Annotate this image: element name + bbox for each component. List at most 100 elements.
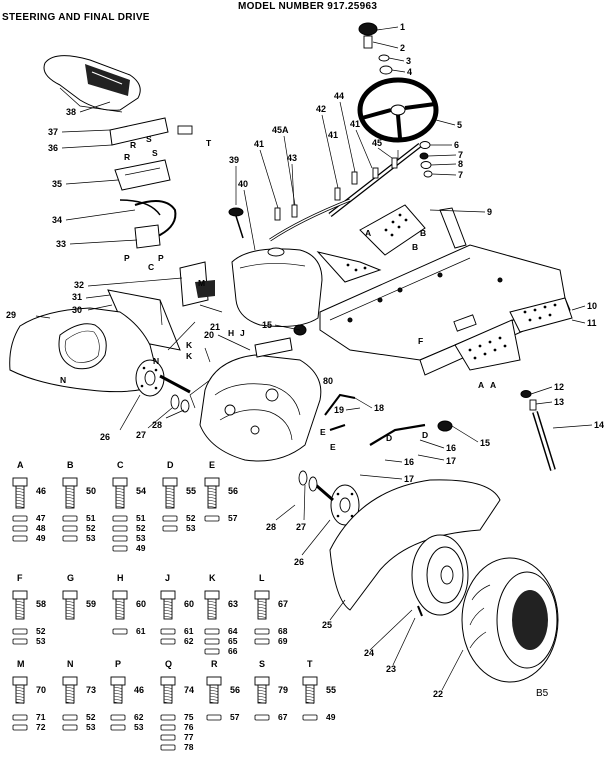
key-bolt-l-thread (257, 609, 267, 612)
letter-a: A (490, 380, 496, 390)
letter-d: D (422, 430, 428, 440)
callout-80: 80 (323, 376, 333, 386)
key-bolt-k-thread (207, 615, 217, 618)
letter-t: T (206, 138, 212, 148)
key-bolt-number: 54 (136, 486, 146, 496)
callout-17: 17 (446, 456, 456, 466)
key-bolt-e-thread (207, 493, 217, 496)
key-bolt-number: 60 (184, 599, 194, 609)
key-bolt-b-thread (65, 493, 75, 496)
key-bolt-number: 79 (278, 685, 288, 695)
key-bolt-c-thread (115, 499, 125, 502)
key-extra-number: 76 (184, 722, 194, 732)
key-bolt-n-thread (65, 686, 75, 689)
key-bolt-h-thread (115, 609, 125, 612)
key-bolt-e-thread (207, 496, 217, 499)
key-extra-number: 65 (228, 636, 238, 646)
key-extra-part (204, 628, 220, 635)
callout-18: 18 (374, 403, 384, 413)
letter-r: R (124, 152, 130, 162)
steering-hardware-part (419, 141, 433, 178)
key-bolt-r-thread (209, 692, 219, 695)
key-bolt-number: 70 (36, 685, 46, 695)
key-extra-part (112, 628, 128, 635)
callout-44: 44 (334, 91, 344, 101)
key-bolt-m-head (12, 676, 28, 686)
callout-36: 36 (48, 143, 58, 153)
letter-n: N (153, 356, 159, 366)
callout-26: 26 (100, 432, 110, 442)
key-bolt-d-thread (165, 505, 175, 508)
callout-10: 10 (587, 301, 597, 311)
clutch-tube-part (439, 207, 467, 249)
rear-axle-part (520, 390, 556, 471)
key-letter-m: M (17, 659, 25, 669)
key-bolt-s-thread (257, 686, 267, 689)
key-extra-number: 53 (186, 523, 196, 533)
callout-41: 41 (350, 119, 360, 129)
key-bolt-p-head (110, 676, 126, 686)
key-extra-part (112, 535, 128, 542)
key-bolt-s-thread (257, 692, 267, 695)
key-bolt-f-thread (15, 609, 25, 612)
rear-tire-part (461, 557, 559, 683)
callout-35: 35 (52, 179, 62, 189)
letter-d: D (386, 433, 392, 443)
left-fender-part (9, 307, 161, 393)
key-bolt-p-thread (113, 686, 123, 689)
key-bolt-g-thread (65, 606, 75, 609)
key-bolt-b-thread (65, 502, 75, 505)
key-extra-number: 75 (184, 712, 194, 722)
steering-wheel-part (357, 77, 439, 143)
key-extra-number: 72 (36, 722, 46, 732)
key-bolt-a-head (12, 477, 28, 487)
seat-pan-part (114, 159, 171, 191)
key-bolt-l-thread (257, 600, 267, 603)
key-extra-part (12, 724, 28, 731)
key-bolt-s-thread (257, 701, 267, 704)
key-bolt-g-shank (65, 598, 75, 620)
key-bolt-q-thread (163, 695, 173, 698)
key-bolt-e-head (204, 477, 220, 487)
key-letter-r: R (211, 659, 218, 669)
key-bolt-b-thread (65, 496, 75, 499)
letter-e: E (330, 442, 336, 452)
letter-a: A (478, 380, 484, 390)
brake-pedal-part (316, 204, 426, 283)
callout-45a: 45A (272, 125, 289, 135)
seat-spring-part (119, 199, 177, 241)
key-bolt-n-thread (65, 692, 75, 695)
key-bolt-m-thread (15, 689, 25, 692)
page-title: STEERING AND FINAL DRIVE (2, 12, 150, 23)
letter-k: K (186, 340, 193, 350)
key-extra-number: 61 (136, 626, 146, 636)
key-extra-part (110, 724, 126, 731)
key-bolt-q-head (160, 676, 176, 686)
key-extra-part (62, 714, 78, 721)
key-bolt-c-thread (115, 496, 125, 499)
key-extra-part (62, 525, 78, 532)
callout-37: 37 (48, 127, 58, 137)
key-bolt-l-thread (257, 612, 267, 615)
key-bolt-q-thread (163, 692, 173, 695)
letter-c: C (148, 262, 154, 272)
callout-15: 15 (480, 438, 490, 448)
key-bolt-j-thread (163, 609, 173, 612)
key-extra-number: 53 (36, 636, 46, 646)
key-extra-number: 57 (230, 712, 240, 722)
key-bolt-k-thread (207, 600, 217, 603)
steering-cap-part (358, 22, 378, 36)
callout-2: 2 (400, 43, 405, 53)
key-extra-part (62, 515, 78, 522)
key-extra-number: 49 (326, 712, 336, 722)
key-bolt-j-shank (163, 598, 173, 620)
key-bolt-f-thread (15, 612, 25, 615)
key-bolt-r-thread (209, 689, 219, 692)
key-bolt-p-thread (113, 692, 123, 695)
callout-16: 16 (404, 457, 414, 467)
key-bolt-n-thread (65, 689, 75, 692)
key-letter-t: T (307, 659, 313, 669)
key-bolt-a-thread (15, 493, 25, 496)
key-bolt-h-thread (115, 603, 125, 606)
callout-14: 14 (594, 420, 604, 430)
